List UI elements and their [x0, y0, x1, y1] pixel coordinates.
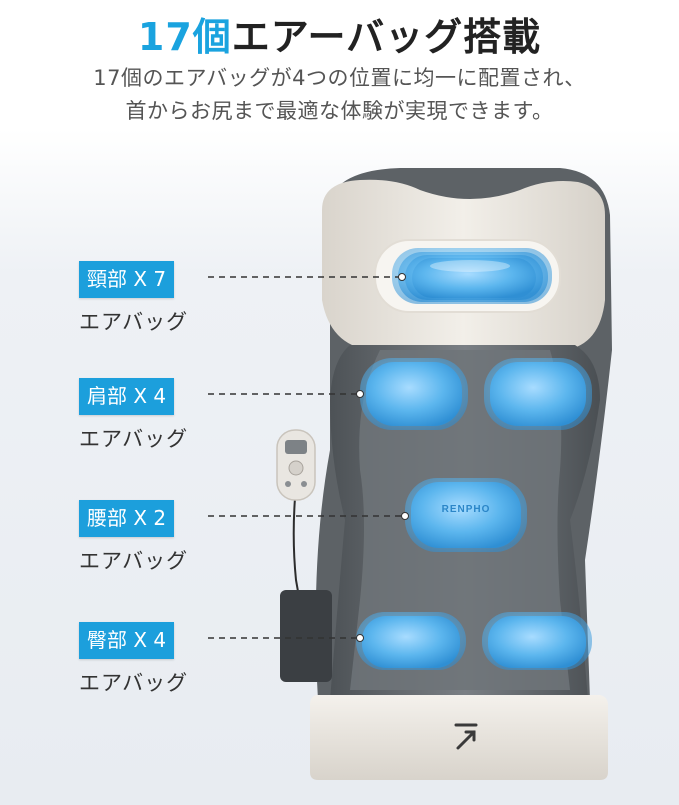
callout-neck: 頸部 X 7 エアバッグ: [79, 261, 188, 336]
callout-neck-label: エアバッグ: [79, 310, 189, 334]
cushion-base: [310, 695, 608, 780]
leader-lines: [208, 276, 402, 639]
neck-airbags: [392, 248, 552, 304]
callout-shoulder-label: エアバッグ: [79, 427, 189, 451]
shoulder-airbags: [360, 358, 592, 430]
waist-airbags: RENPHO: [405, 478, 527, 552]
callout-neck-tag: 頸部 X 7: [79, 261, 175, 298]
page-title: 17個エアーバッグ搭載: [0, 6, 679, 61]
callout-hip-label: エアバッグ: [79, 671, 189, 695]
callout-shoulder: 肩部 X 4 エアバッグ: [79, 378, 188, 453]
brand-mark: RENPHO: [442, 504, 491, 515]
brand-logo-icon: [454, 723, 478, 750]
remote-controller: [276, 429, 332, 682]
description-line-2: 首からお尻まで最適な体験が実現できます。: [125, 99, 554, 123]
hip-airbags: [356, 612, 592, 670]
callout-waist: 腰部 X 2 エアバッグ: [79, 500, 188, 575]
title-rest: エアーバッグ搭載: [231, 15, 542, 59]
callout-hip: 臀部 X 4 エアバッグ: [79, 622, 188, 697]
title-accent: 17個: [137, 15, 232, 59]
callout-shoulder-tag: 肩部 X 4: [79, 378, 175, 415]
description-line-1: 17個のエアバッグが4つの位置に均一に配置され、: [93, 66, 586, 90]
callout-waist-label: エアバッグ: [79, 549, 189, 573]
callout-waist-tag: 腰部 X 2: [79, 500, 175, 537]
callout-hip-tag: 臀部 X 4: [79, 622, 175, 659]
